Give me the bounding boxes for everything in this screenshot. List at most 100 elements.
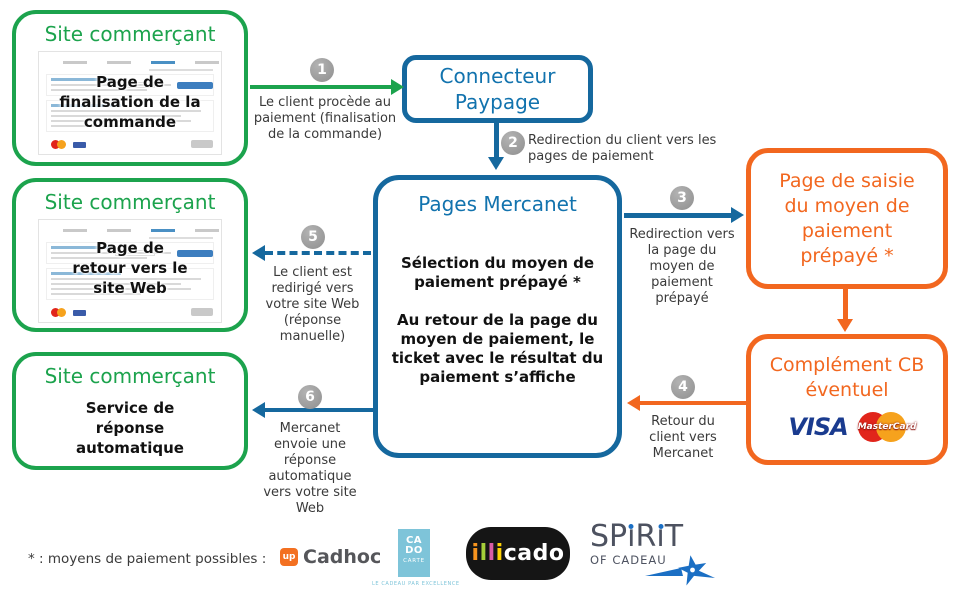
thumbnail-tab (107, 61, 131, 64)
arrow-2-head-icon (488, 157, 504, 170)
cado-carte-logo: CA DO CARTE LE CADEAU PAR EXCELLENCE (372, 529, 460, 587)
cado-line3: CARTE (403, 558, 425, 564)
thumbnail-gray-button (191, 140, 213, 148)
step-4-label: Retour du client vers Mercanet (649, 414, 717, 461)
thumbnail-tab (63, 229, 87, 232)
arrow-1-head-icon (391, 79, 404, 95)
thumbnail-detail (51, 120, 191, 122)
thumbnail-detail (51, 272, 121, 275)
mercanet-body-retour: Au retour de la page du moyen de paiemen… (391, 311, 604, 386)
cado-line2: DO (405, 545, 423, 556)
mastercard-mini-icon (57, 140, 66, 149)
cadhoc-wordmark: Cadhoc (303, 546, 382, 568)
illicado-letter: l (487, 541, 496, 566)
mastercard-logo: MasterCard (857, 411, 917, 443)
cado-tagline: LE CADEAU PAR EXCELLENCE (372, 581, 460, 587)
webpage-thumbnail: Page de finalisation de la commande (38, 51, 222, 155)
thumbnail-gray-button (191, 308, 213, 316)
site-commercant-box-3: Site commerçant Service de réponse autom… (12, 352, 248, 470)
arrow-6-head-icon (252, 402, 265, 418)
step-1-label: Le client procède au paiement (finalisat… (253, 95, 397, 142)
arrow-5-head-icon (252, 245, 265, 261)
step-5-label: Le client est redirigé vers votre site W… (265, 265, 360, 344)
thumbnail-detail (51, 283, 181, 285)
visa-mini-icon (73, 142, 86, 148)
thumbnail-detail (51, 246, 109, 249)
site-commercant-box-1: Site commerçant (12, 10, 248, 166)
page-saisie-box: Page de saisie du moyen de paiement prép… (746, 148, 948, 289)
pages-mercanet-title: Pages Mercanet (418, 192, 577, 216)
spirit-of-cadeau-logo: SPıRıT OF CADEAU (590, 519, 720, 586)
thumbnail-detail (51, 293, 141, 295)
thumbnail-detail (51, 104, 121, 107)
visa-logo: VISA (788, 413, 848, 441)
thumbnail-tab (107, 229, 131, 232)
spirit-wordmark: SPıRıT (590, 519, 684, 554)
thumbnail-detail (51, 110, 201, 112)
step-5-badge: 5 (301, 225, 325, 249)
thumbnail-detail (51, 78, 109, 81)
visa-mini-icon (73, 310, 86, 316)
webpage-thumbnail: Page de retour vers le site Web (38, 219, 222, 323)
spirit-star-icon (645, 555, 715, 586)
arrow-2-line (494, 123, 499, 159)
thumbnail-detail (51, 257, 147, 259)
arrow-1-line (250, 85, 394, 89)
step-6-label: Mercanet envoie une réponse automatique … (263, 421, 357, 516)
arrow-3-head-icon (731, 207, 744, 223)
thumbnail-detail (51, 278, 201, 280)
site-commercant-title: Site commerçant (44, 190, 216, 214)
thumbnail-detail (149, 69, 213, 71)
step-3-badge: 3 (670, 186, 694, 210)
mastercard-wordmark: MasterCard (857, 422, 917, 432)
mastercard-mini-icon (51, 308, 60, 317)
thumbnail-input (115, 250, 155, 256)
saisie-to-cb-head-icon (837, 319, 853, 332)
mastercard-mini-icon (57, 308, 66, 317)
complement-cb-title: Complément CB éventuel (769, 354, 925, 401)
thumbnail-detail (51, 125, 141, 127)
arrow-3-line (624, 213, 734, 218)
arrow-4-head-icon (627, 395, 640, 411)
footnote: * : moyens de paiement possibles : (28, 551, 267, 567)
thumbnail-button (177, 82, 213, 89)
thumbnail-input (115, 82, 155, 88)
site-commercant-title: Site commerçant (44, 22, 216, 46)
thumbnail-detail (51, 115, 181, 117)
thumbnail-button (177, 250, 213, 257)
thumbnail-section (46, 242, 214, 264)
step-6-badge: 6 (298, 385, 322, 409)
card-logos: VISA MasterCard (751, 411, 943, 443)
arrow-4-line (639, 401, 746, 405)
thumbnail-tab-active (151, 229, 175, 232)
thumbnail-section (46, 100, 214, 132)
complement-cb-box: Complément CB éventuel VISA MasterCard (746, 334, 948, 465)
page-caption: Page de retour vers le site Web (72, 239, 188, 297)
step-3-label: Redirection vers la page du moyen de pai… (629, 227, 735, 306)
thumbnail-tab (195, 229, 219, 232)
connecteur-paypage-box: Connecteur Paypage (402, 55, 593, 123)
thumbnail-detail (51, 288, 191, 290)
arrow-5-line (265, 251, 371, 255)
page-saisie-title: Page de saisie du moyen de paiement prép… (779, 169, 915, 267)
illicado-letter: i (495, 541, 504, 566)
step-2-label: Redirection du client vers les pages de … (528, 133, 717, 164)
arrow-6-line (264, 408, 373, 412)
thumbnail-section (46, 74, 214, 96)
thumbnail-nav (49, 61, 219, 65)
mercanet-body-selection: Sélection du moyen de paiement prépayé * (400, 254, 595, 291)
thumbnail-tab-active (151, 61, 175, 64)
site-commercant-box-2: Site commerçant (12, 178, 248, 332)
illicado-letter: l (479, 541, 488, 566)
thumbnail-section (46, 268, 214, 300)
thumbnail-tab (195, 61, 219, 64)
step-2-badge: 2 (501, 131, 525, 155)
saisie-to-cb-line (843, 289, 848, 321)
step-4-badge: 4 (671, 375, 695, 399)
thumbnail-tab (63, 61, 87, 64)
service-reponse-label: Service de réponse automatique (76, 399, 184, 457)
page-caption: Page de finalisation de la commande (59, 73, 201, 131)
thumbnail-detail (51, 84, 171, 86)
